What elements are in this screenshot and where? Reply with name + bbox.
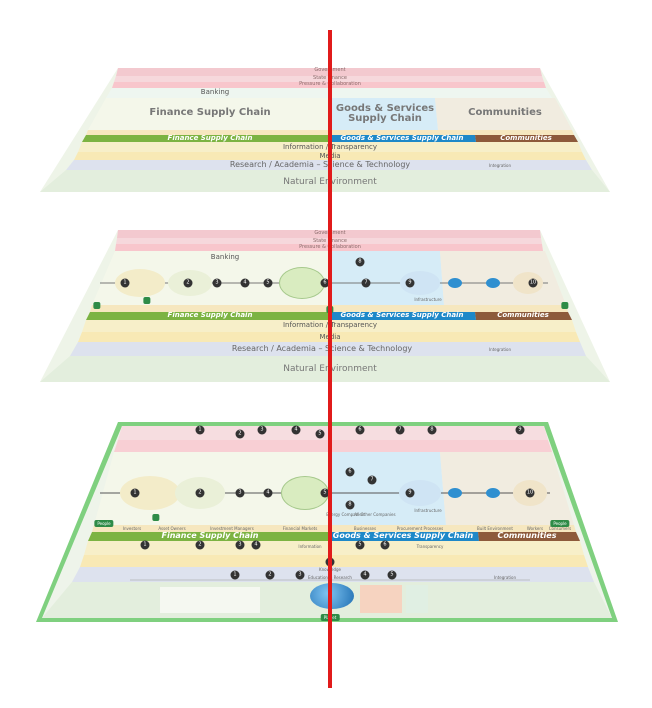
node-top-9: 9 — [515, 425, 525, 435]
node-top-5: 5 — [315, 429, 325, 439]
bubble-markets — [281, 476, 329, 510]
band-goods-label: Goods & Services Supply Chain — [340, 134, 464, 142]
band-communities-label: Communities — [497, 531, 557, 540]
node-9: 9 — [405, 278, 415, 288]
communities-band — [475, 135, 578, 142]
bubble-communities — [513, 272, 543, 294]
bubble-markets — [279, 267, 325, 299]
node-info-4: 4 — [251, 540, 261, 550]
goods-area — [330, 98, 438, 130]
node-10: 10 — [525, 488, 535, 498]
label-all-other: All Other Companies — [354, 512, 396, 517]
node-info-3: 3 — [235, 540, 245, 550]
label-workers: Workers — [526, 526, 544, 531]
label-investment-managers: Investment Managers — [210, 526, 254, 531]
globe-icon — [310, 583, 354, 609]
label-research: Research / Academia – Science & Technolo… — [229, 160, 411, 169]
label-built-environment: Built Environment — [477, 526, 513, 531]
label-communities-big: Communities — [468, 107, 542, 118]
node-top-6: 6 — [355, 425, 365, 435]
node-10: 10 — [528, 278, 538, 288]
node-info-5: 5 — [355, 540, 365, 550]
label-research: Research / Academia – Science & Technolo… — [231, 344, 413, 353]
node-8: 8 — [355, 257, 365, 267]
tag-people-left — [93, 302, 101, 309]
label-information: Information — [298, 544, 322, 549]
label-transparency: Transparency — [416, 544, 444, 549]
node-info-6: 6 — [380, 540, 390, 550]
node-9: 9 — [405, 488, 415, 498]
tag-people-right — [561, 302, 569, 309]
label-businesses: Businesses — [353, 526, 377, 531]
natural-band — [40, 170, 610, 192]
band-communities-label: Communities — [500, 134, 552, 142]
label-banking: Banking — [210, 253, 240, 261]
label-procurement: Procurement Processes — [396, 526, 444, 531]
node-3: 3 — [235, 488, 245, 498]
node-3: 3 — [212, 278, 222, 288]
node-edu-3: 3 — [295, 570, 305, 580]
node-top-1: 1 — [195, 425, 205, 435]
label-infrastructure: Infrastructure — [414, 297, 442, 302]
tag-investors — [143, 297, 151, 304]
node-top-7: 7 — [395, 425, 405, 435]
label-integration: Integration — [488, 163, 512, 168]
band-goods-label: Goods & Services Supply Chain — [340, 311, 464, 319]
node-edu-5: 5 — [387, 570, 397, 580]
band-finance-label: Finance Supply Chain — [167, 311, 253, 319]
node-1: 1 — [130, 488, 140, 498]
node-7: 7 — [367, 475, 377, 485]
band-communities-label: Communities — [497, 311, 549, 319]
node-top-4: 4 — [291, 425, 301, 435]
label-investors: Investors — [122, 526, 142, 531]
communities-area — [435, 98, 572, 130]
tag-investors-small — [152, 514, 160, 521]
label-integration: Integration — [488, 347, 512, 352]
node-edu-4: 4 — [360, 570, 370, 580]
finance-band — [82, 135, 330, 142]
label-consumers: Consumers — [548, 526, 572, 531]
label-infrastructure: Infrastructure — [414, 508, 442, 513]
node-6: 6 — [320, 278, 330, 288]
node-5: 5 — [263, 278, 273, 288]
node-info-2: 2 — [195, 540, 205, 550]
vertical-axis-line — [328, 30, 332, 688]
node-2: 2 — [195, 488, 205, 498]
node-top-8: 8 — [427, 425, 437, 435]
node-blue-2 — [486, 488, 500, 498]
tag-people-right: People — [550, 520, 570, 527]
node-7: 7 — [361, 278, 371, 288]
tag-people-left: People — [94, 520, 114, 527]
label-energy-companies: Energy Companies — [326, 512, 364, 517]
node-2: 2 — [183, 278, 193, 288]
band-goods-label: Goods & Services Supply Chain — [332, 531, 474, 540]
label-financial-markets: Financial Markets — [282, 526, 318, 531]
node-6: 6 — [345, 467, 355, 477]
node-1: 1 — [120, 278, 130, 288]
node-edu-1: 1 — [230, 570, 240, 580]
label-finance-big: Finance Supply Chain — [149, 107, 271, 118]
label-banking: Banking — [200, 88, 230, 96]
node-edu-2: 2 — [265, 570, 275, 580]
label-asset-owners: Asset Owners — [158, 526, 186, 531]
node-blue-1 — [448, 488, 462, 498]
node-4: 4 — [240, 278, 250, 288]
label-integration: Integration — [493, 575, 517, 580]
node-8: 8 — [345, 500, 355, 510]
node-info-1: 1 — [140, 540, 150, 550]
node-blue-1 — [448, 278, 462, 288]
band-finance-label: Finance Supply Chain — [161, 531, 259, 540]
bubble-investors — [120, 476, 180, 510]
node-blue-2 — [486, 278, 500, 288]
node-top-3: 3 — [257, 425, 267, 435]
node-4: 4 — [263, 488, 273, 498]
band-finance-label: Finance Supply Chain — [167, 134, 253, 142]
finance-area — [88, 98, 330, 130]
node-5: 5 — [320, 488, 330, 498]
goods-band — [330, 135, 476, 142]
node-top-2: 2 — [235, 429, 245, 439]
label-goods-big: Goods & Services Supply Chain — [335, 103, 435, 124]
